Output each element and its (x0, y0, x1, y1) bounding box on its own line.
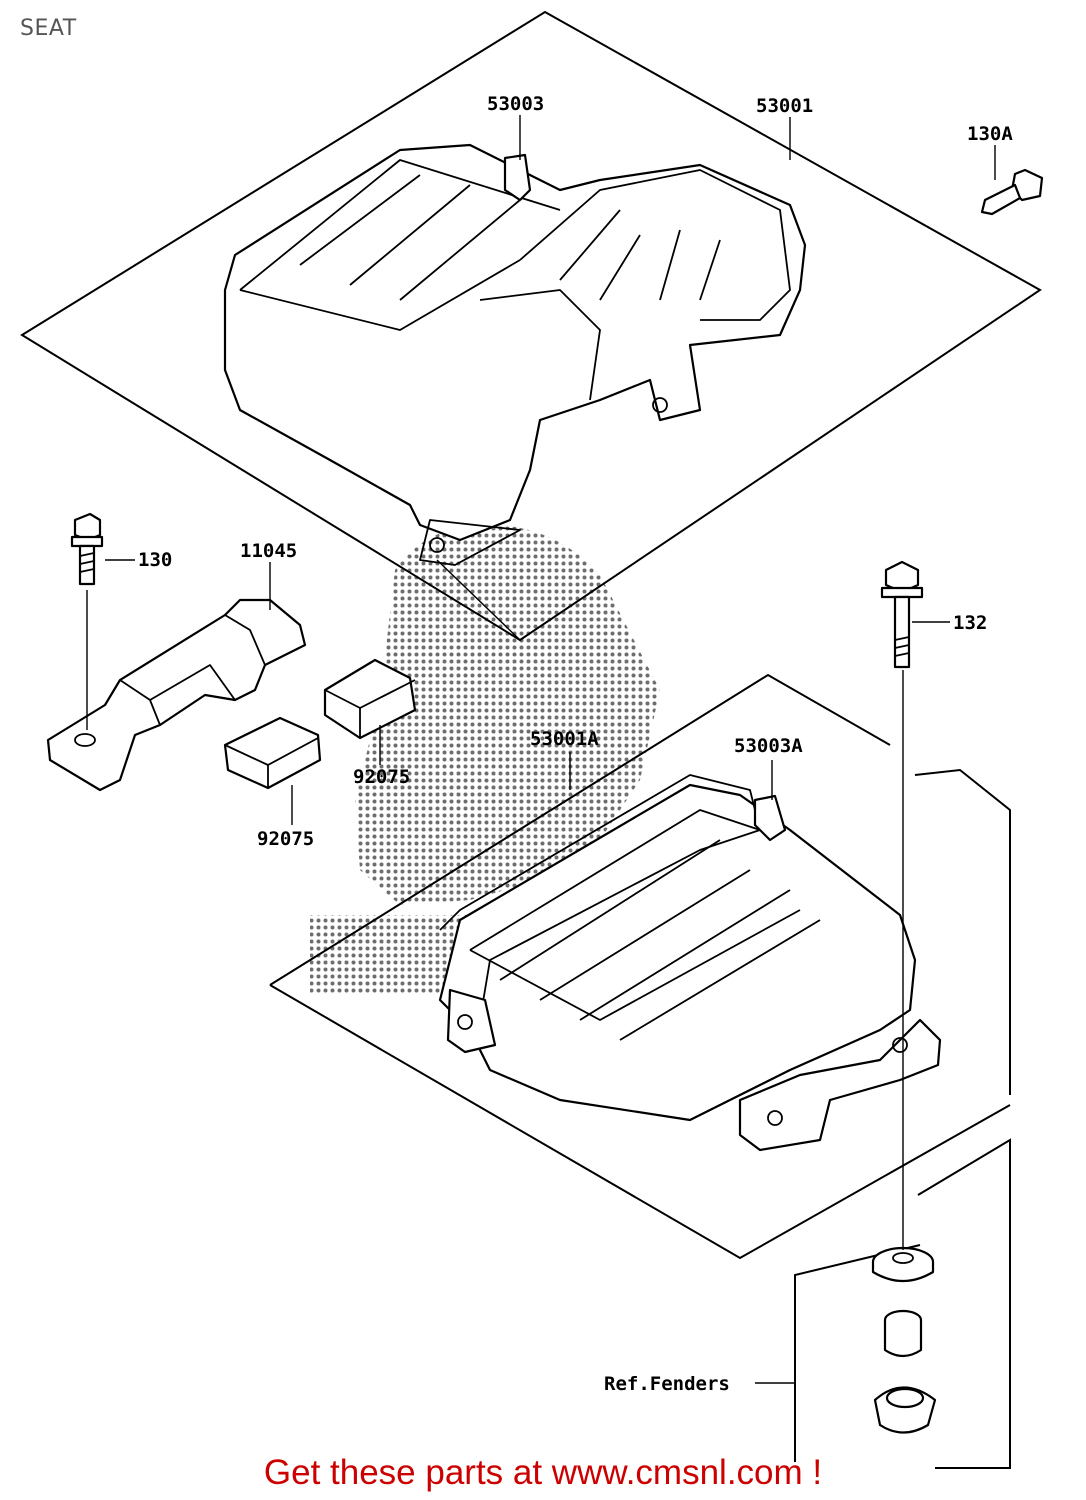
label-92075-lower: 92075 (257, 828, 314, 850)
bolt-130A (980, 168, 1044, 216)
clip-53003 (503, 153, 532, 202)
label-53001: 53001 (756, 95, 813, 117)
bolt-132 (880, 560, 924, 669)
label-53003A: 53003A (734, 735, 803, 757)
pad-92075-lower (223, 716, 322, 790)
collar (883, 1309, 923, 1358)
lower-plane-bottom (269, 984, 1011, 1260)
lower-plane-right (914, 768, 1011, 1095)
page-title: SEAT (20, 16, 77, 41)
footer-promo-text: Get these parts at www.cmsnl.com ! (263, 1453, 823, 1492)
pad-92075-upper (323, 658, 417, 740)
bolt-130 (70, 512, 104, 586)
upper-seat-53001 (223, 143, 807, 566)
label-11045: 11045 (240, 540, 297, 562)
fender-bracket-right (917, 1138, 1011, 1469)
label-130: 130 (138, 549, 172, 571)
label-130A: 130A (967, 123, 1013, 145)
damper (873, 1386, 937, 1434)
guide-line-upper (436, 559, 521, 641)
label-53001A: 53001A (530, 728, 599, 750)
bracket-11045 (46, 598, 307, 792)
label-132: 132 (953, 612, 987, 634)
label-53003: 53003 (487, 93, 544, 115)
lower-seat-53001A (438, 774, 942, 1152)
lower-plane-top (269, 673, 891, 986)
label-92075-upper: 92075 (353, 766, 410, 788)
grommet (871, 1246, 935, 1282)
leader-lines (105, 115, 996, 1384)
label-ref-fenders: Ref.Fenders (604, 1373, 730, 1395)
